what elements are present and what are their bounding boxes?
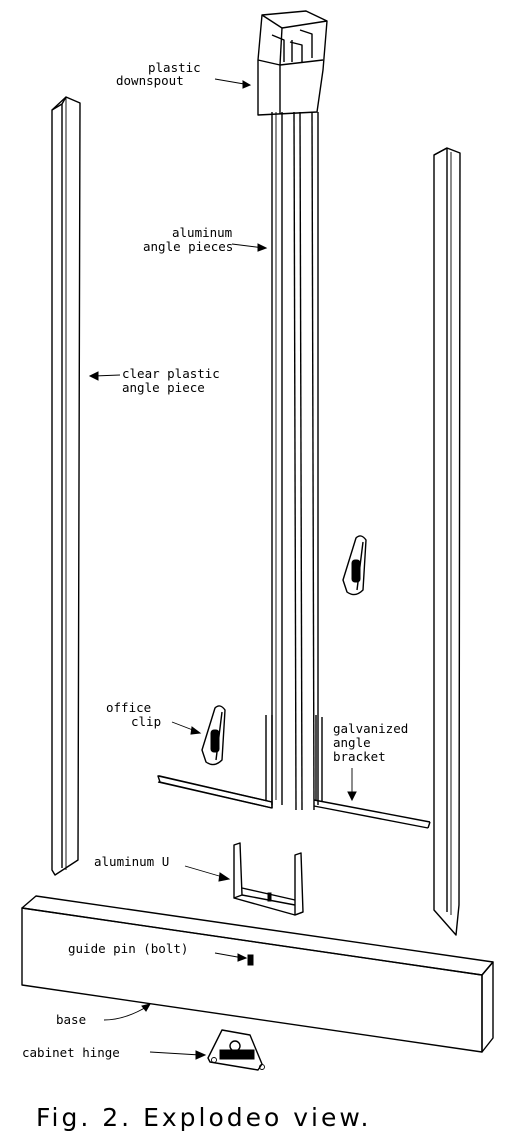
clear-plastic-angle-piece <box>51 96 81 876</box>
label-angle: angle <box>333 735 371 750</box>
label-plastic: plastic <box>148 60 201 75</box>
aluminum-angle-pieces <box>271 111 319 811</box>
office-clip-right <box>342 535 367 596</box>
cabinet-hinge <box>207 1029 265 1071</box>
label-downspout: downspout <box>116 73 184 88</box>
galvanized-angle-bracket <box>157 715 431 829</box>
label-angle-piece: angle piece <box>122 380 205 395</box>
aluminum-u-channel <box>233 842 304 916</box>
label-bracket: bracket <box>333 749 386 764</box>
label-galvanized: galvanized <box>333 721 408 736</box>
label-cabinet-hinge: cabinet hinge <box>22 1045 120 1060</box>
label-aluminum-u: aluminum U <box>94 854 169 869</box>
leader-arrows <box>88 78 357 1060</box>
office-clip-left <box>201 705 226 766</box>
label-office: office <box>106 700 151 715</box>
base-box <box>21 895 494 1053</box>
label-clear-plastic: clear plastic <box>122 366 220 381</box>
label-guide-pin: guide pin (bolt) <box>68 941 188 956</box>
labels: plastic downspout aluminum angle pieces … <box>22 60 408 1132</box>
right-angle-piece <box>433 147 461 936</box>
plastic-downspout <box>257 10 328 116</box>
label-clip: clip <box>131 714 161 729</box>
label-base: base <box>56 1012 86 1027</box>
figure-caption: Fig. 2. Explodeo view. <box>36 1103 371 1132</box>
label-angle-pieces: angle pieces <box>143 239 233 254</box>
label-aluminum: aluminum <box>172 225 232 240</box>
